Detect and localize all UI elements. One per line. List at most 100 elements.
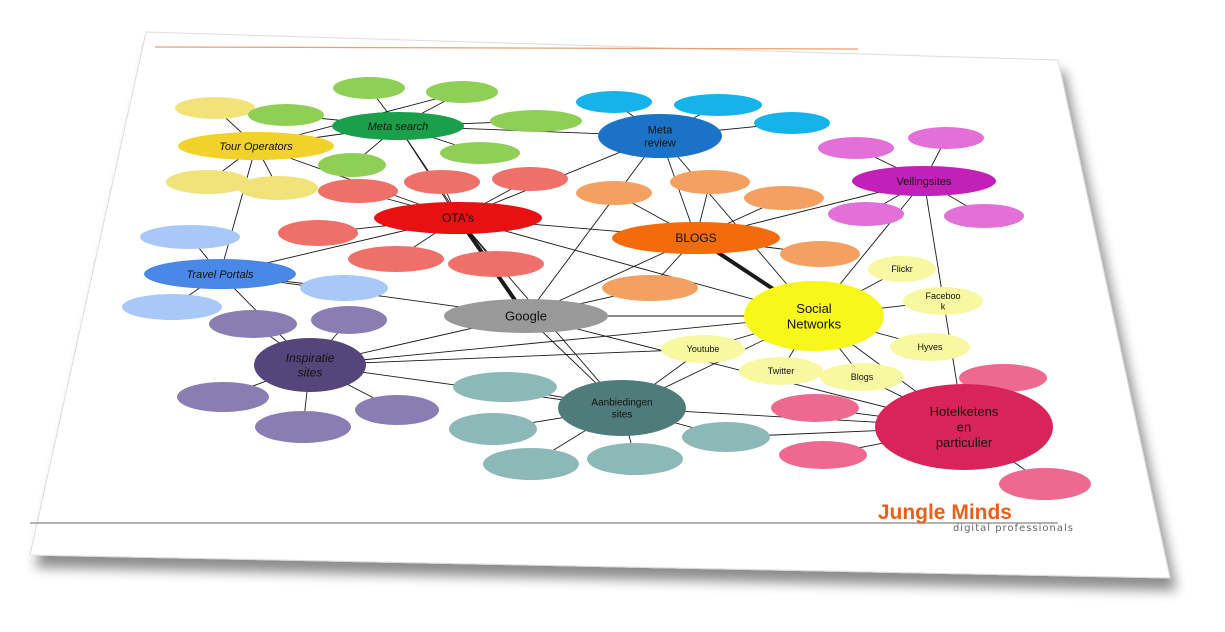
satellite-node	[944, 204, 1024, 228]
node-youtube: Youtube	[661, 335, 745, 363]
node-hotelketens-shape	[875, 384, 1053, 470]
logo-tagline: digital professionals	[953, 523, 1074, 534]
node-tour-operators-shape	[178, 132, 334, 160]
node-travel-portals-label: Travel Portals	[186, 269, 254, 281]
satellite-node	[754, 112, 830, 134]
satellite-node	[492, 167, 568, 191]
node-youtube-shape	[661, 335, 745, 363]
satellite-node	[828, 202, 904, 226]
satellite-node	[140, 225, 240, 249]
satellite-node	[166, 170, 250, 194]
node-veilingsites-label: Veilingsites	[896, 176, 952, 188]
satellite-node	[453, 372, 557, 402]
node-youtube-label: Youtube	[687, 344, 720, 354]
node-meta-review-shape	[598, 114, 722, 158]
edge-line	[309, 315, 815, 366]
top-rule	[154, 46, 859, 50]
satellite-node	[602, 275, 698, 301]
node-hyves-shape	[890, 333, 970, 361]
node-tour-operators: Tour Operators	[178, 132, 334, 160]
edge-line	[309, 348, 704, 366]
node-facebook-shape	[903, 287, 983, 315]
satellite-node	[122, 294, 222, 320]
satellite-node	[576, 181, 652, 205]
node-hyves: Hyves	[890, 333, 970, 361]
satellite-node	[175, 97, 255, 119]
satellite-node	[311, 306, 387, 334]
node-google-label: Google	[505, 309, 547, 324]
node-blogs: BLOGS	[612, 222, 780, 254]
satellites-layer	[122, 77, 1091, 500]
satellite-node	[440, 142, 520, 164]
node-veilingsites: Veilingsites	[852, 166, 996, 196]
satellite-node	[318, 153, 386, 177]
node-blogs-shape	[612, 222, 780, 254]
satellite-node	[248, 104, 324, 126]
satellite-node	[209, 310, 297, 338]
node-veilingsites-shape	[852, 166, 996, 196]
satellite-node	[682, 422, 770, 452]
logo-name: Jungle Minds	[878, 501, 1012, 524]
satellite-node	[348, 246, 444, 272]
satellite-node	[355, 395, 439, 425]
node-blogs-small-shape	[820, 363, 904, 391]
node-blogs-small: Blogs	[820, 363, 904, 391]
satellite-node	[744, 186, 824, 210]
satellite-node	[674, 94, 762, 116]
satellite-node	[404, 170, 480, 194]
satellite-node	[448, 251, 544, 277]
satellite-node	[490, 110, 582, 132]
node-otas: OTA's	[374, 202, 542, 234]
node-otas-label: OTA's	[442, 211, 474, 225]
node-flickr-label: Flickr	[891, 264, 913, 274]
node-aanbiedingen-sites-shape	[558, 380, 686, 436]
satellite-node	[333, 77, 405, 99]
satellite-node	[483, 448, 579, 480]
node-inspiratie-sites-shape	[254, 338, 366, 392]
node-travel-portals-shape	[144, 259, 296, 289]
node-twitter-shape	[739, 357, 823, 385]
node-social-networks-shape	[744, 281, 884, 351]
satellite-node	[177, 382, 269, 412]
node-blogs-label: BLOGS	[675, 231, 716, 245]
node-meta-search-label: Meta search	[368, 121, 429, 133]
satellite-node	[908, 127, 984, 149]
satellite-node	[278, 220, 358, 246]
node-blogs-small-label: Blogs	[851, 372, 874, 382]
node-twitter: Twitter	[739, 357, 823, 385]
node-otas-shape	[374, 202, 542, 234]
node-travel-portals: Travel Portals	[144, 259, 296, 289]
edge-line	[219, 145, 257, 275]
node-google-shape	[444, 299, 608, 333]
satellite-node	[426, 81, 498, 103]
edge-line	[525, 135, 661, 317]
satellite-node	[255, 411, 351, 443]
node-meta-search: Meta search	[332, 112, 464, 140]
satellite-node	[238, 176, 318, 200]
satellite-node	[818, 137, 894, 159]
satellite-node	[780, 241, 860, 267]
satellite-node	[449, 413, 537, 445]
satellite-node	[999, 468, 1091, 500]
node-twitter-label: Twitter	[768, 366, 795, 376]
satellite-node	[771, 394, 859, 422]
jungle-minds-logo: Jungle Minds digital professionals	[878, 501, 1074, 534]
node-google: Google	[444, 299, 608, 333]
node-meta-search-shape	[332, 112, 464, 140]
node-tour-operators-label: Tour Operators	[219, 141, 293, 153]
satellite-node	[670, 170, 750, 194]
